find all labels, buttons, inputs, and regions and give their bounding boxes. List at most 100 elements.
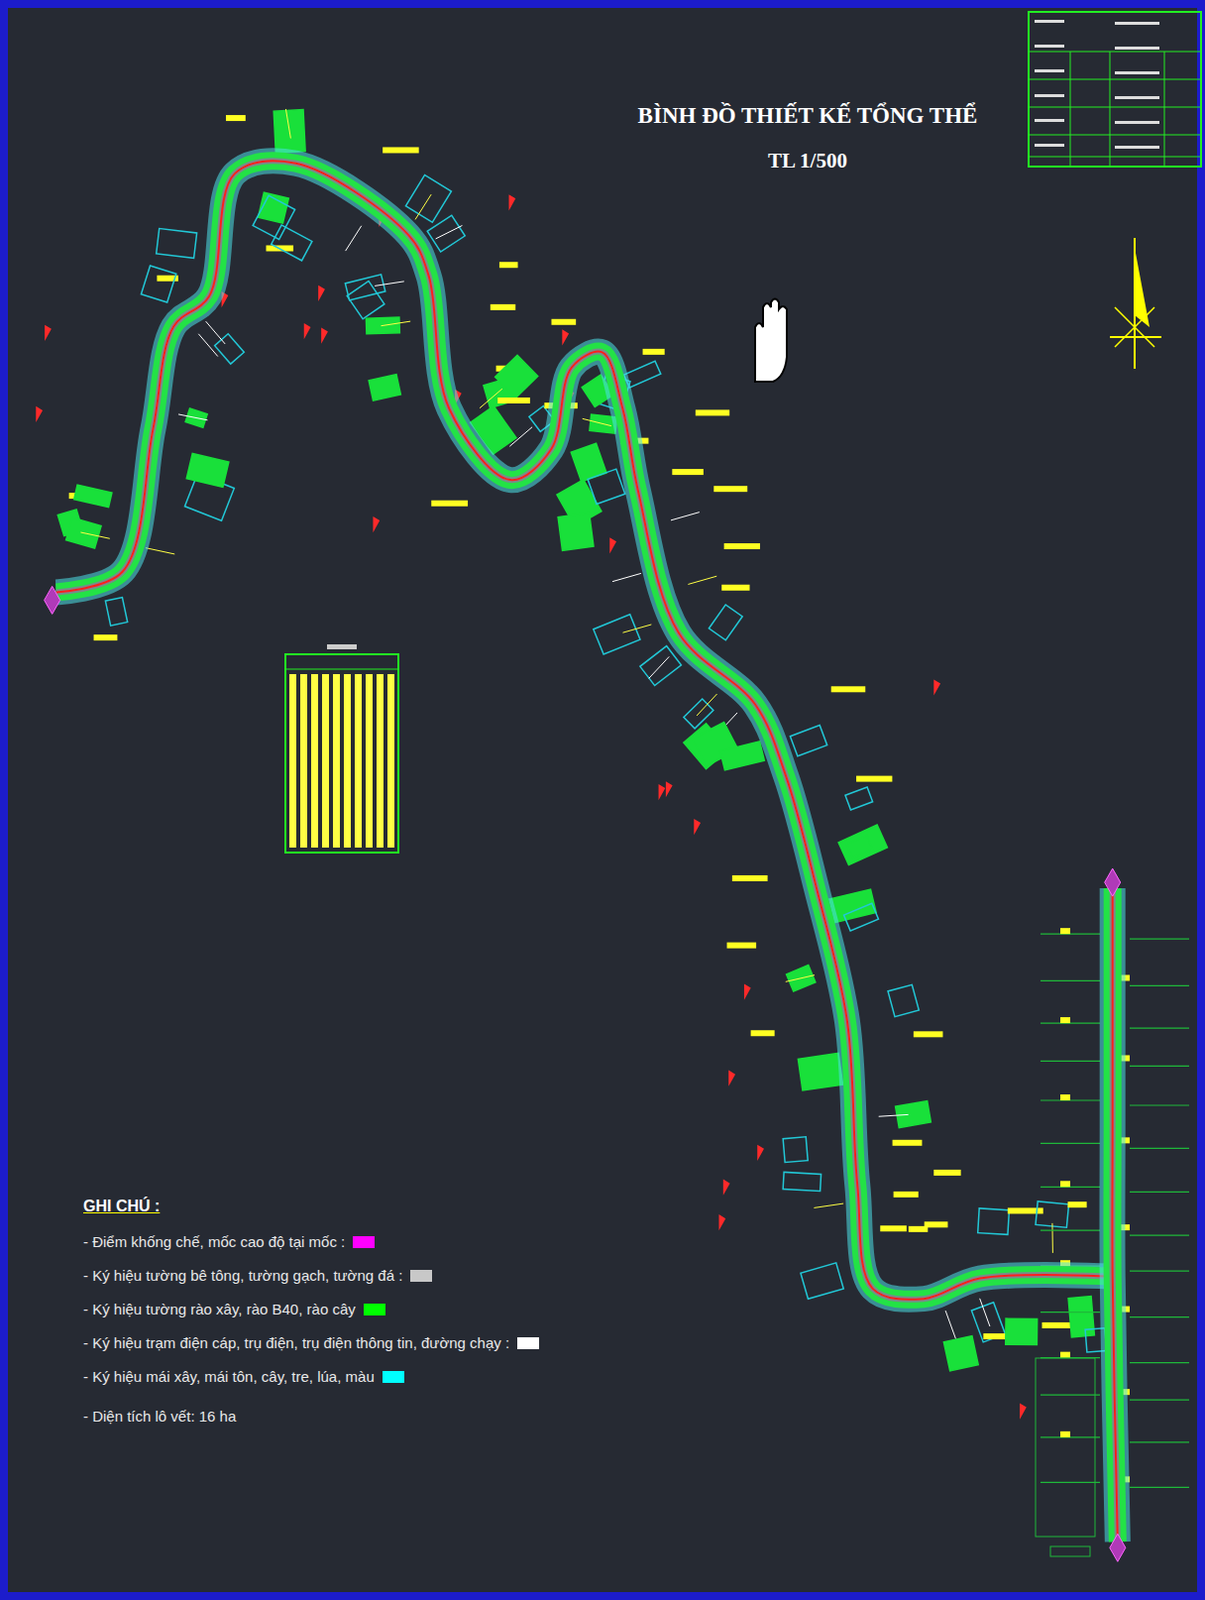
elevation-tag	[1007, 1206, 1044, 1213]
lot-line	[1129, 1315, 1190, 1317]
end-marker	[1109, 1533, 1126, 1561]
tree-mark	[509, 196, 515, 209]
house-outline	[593, 614, 641, 655]
house-outline	[587, 468, 626, 504]
elevation-tag	[550, 319, 576, 326]
surroundings	[36, 109, 1190, 1556]
legend-text: - Ký hiệu tường rào xây, rào B40, rào câ…	[83, 1300, 356, 1317]
fence-line	[612, 572, 642, 581]
road-band	[56, 160, 1113, 1300]
tree-mark	[719, 1214, 725, 1227]
fence-line	[381, 321, 412, 327]
lot-line	[1129, 1103, 1190, 1105]
fence-line	[345, 225, 362, 251]
elevation-tag	[908, 1225, 928, 1232]
road-surface	[56, 160, 1113, 1300]
house-outline	[252, 195, 295, 239]
legend-swatch	[517, 1336, 540, 1349]
house-outline	[495, 354, 539, 398]
north-arrow	[1109, 237, 1162, 369]
elevation-tag	[1060, 1351, 1071, 1358]
tree-mark	[610, 539, 616, 551]
sheet-frame	[3, 3, 1202, 1596]
tree-mark	[694, 819, 700, 832]
road-centerline	[56, 160, 1113, 1300]
elevation-tag	[713, 485, 748, 492]
area-note: - Diện tích lô vết: 16 ha	[83, 1407, 236, 1425]
house-outline	[782, 1171, 821, 1191]
house-outline	[895, 1100, 932, 1128]
house-outline	[838, 824, 887, 865]
elevation-tag	[382, 146, 420, 153]
fence-line	[415, 194, 432, 220]
house-outline	[782, 1136, 808, 1163]
elevation-tag	[831, 685, 867, 692]
title-block	[1028, 11, 1202, 167]
scale-label: TL 1/500	[767, 148, 848, 174]
lot-line	[1040, 1142, 1100, 1144]
elevation-tag	[892, 1139, 923, 1146]
fence-line	[374, 281, 405, 287]
house-outline	[368, 374, 401, 401]
house-outline	[800, 1262, 844, 1299]
fence-line	[1051, 1222, 1053, 1253]
house-outline	[978, 1207, 1010, 1235]
fence-line	[696, 693, 717, 716]
elevation-tag	[751, 1029, 775, 1036]
legend-swatch	[382, 1370, 405, 1383]
elevation-tag	[490, 304, 516, 311]
house-outline	[427, 215, 465, 252]
house-outline	[786, 965, 816, 991]
legend-row: - Ký hiệu trạm điện cáp, trụ điện, trụ đ…	[83, 1333, 540, 1351]
end-marker	[44, 585, 61, 614]
house-outline	[273, 109, 306, 154]
house-outline	[943, 1335, 979, 1371]
cursor-icon	[755, 299, 787, 383]
fence-line	[813, 1203, 844, 1207]
elevation-tag	[1042, 1321, 1071, 1328]
tree-mark	[934, 680, 940, 693]
tree-mark	[745, 985, 751, 997]
fence-line	[285, 109, 291, 139]
legend-row: - Điểm khống chế, mốc cao độ tại mốc :	[83, 1232, 375, 1250]
road-surface	[1111, 887, 1117, 1541]
house-outline	[186, 452, 229, 487]
lot-line	[1129, 1270, 1190, 1272]
legend-swatch	[352, 1235, 375, 1248]
legend-swatch	[410, 1269, 433, 1282]
tree-mark	[724, 1180, 730, 1193]
house-outline	[271, 224, 313, 261]
elevation-tag	[1060, 1016, 1071, 1023]
fence-line	[436, 224, 463, 238]
elevation-tag	[1068, 1201, 1088, 1207]
house-outline	[570, 442, 607, 482]
lot-line	[1129, 1486, 1190, 1488]
fence-line	[582, 418, 612, 426]
lot-line	[1040, 1311, 1100, 1313]
fence-line	[687, 575, 717, 584]
lot-line	[1129, 1147, 1190, 1149]
tree-mark	[36, 407, 42, 420]
road-band	[1111, 887, 1117, 1541]
legend-text: - Ký hiệu trạm điện cáp, trụ điện, trụ đ…	[83, 1333, 510, 1351]
elevation-tag	[724, 543, 761, 549]
fence-line	[206, 321, 226, 344]
lot-line	[1129, 1234, 1190, 1236]
tree-mark	[45, 326, 51, 338]
house-outline	[708, 604, 743, 641]
elevation-tag	[497, 397, 531, 404]
elevation-tag	[94, 634, 118, 641]
tree-mark	[562, 330, 568, 343]
house-outline	[140, 265, 176, 303]
elevation-tag	[913, 1030, 944, 1037]
elevation-tag	[499, 261, 519, 268]
lot-line	[1129, 1399, 1190, 1401]
fence-line	[623, 624, 653, 633]
lot-line	[1129, 985, 1190, 986]
lot-line	[1129, 1026, 1190, 1028]
fence-line	[178, 414, 208, 421]
house-outline	[887, 984, 919, 1016]
fence-line	[649, 656, 669, 678]
